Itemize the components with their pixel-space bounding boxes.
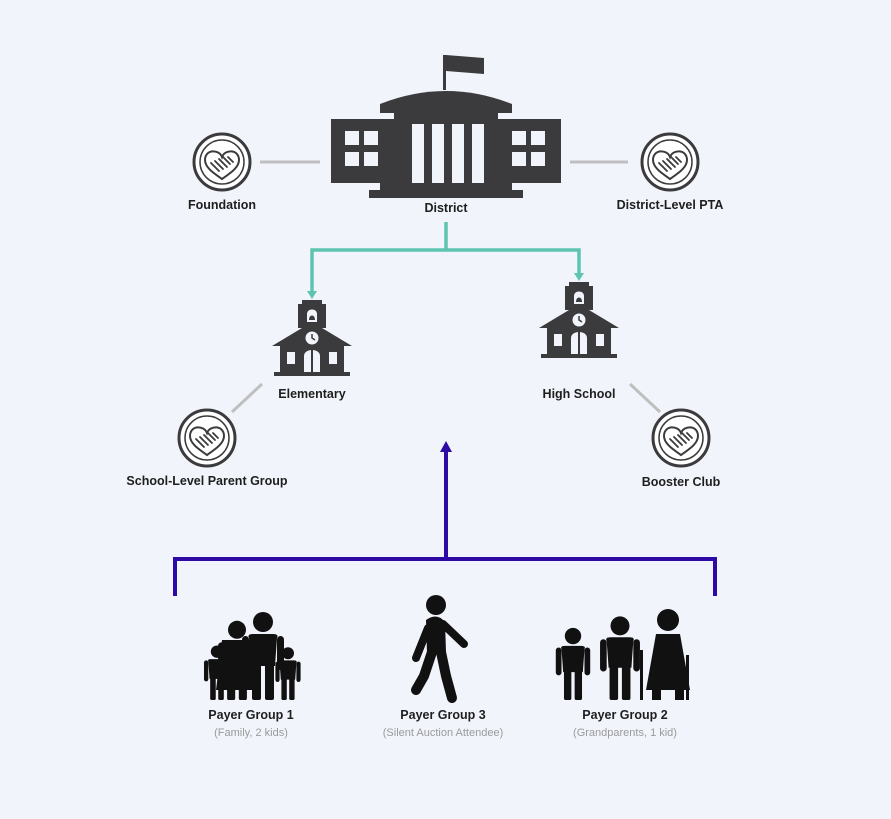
heart-handshake-icon bbox=[640, 132, 700, 192]
district-label: District bbox=[424, 201, 468, 215]
payer-group-1-label: Payer Group 1 bbox=[208, 708, 294, 722]
heart-handshake-icon bbox=[177, 408, 237, 468]
high-school-label: High School bbox=[542, 387, 616, 401]
foundation-label: Foundation bbox=[187, 198, 257, 212]
payer-group-2-label: Payer Group 2 bbox=[582, 708, 668, 722]
purple-payers-bracket bbox=[173, 451, 717, 596]
grandparents-icon bbox=[555, 609, 690, 700]
family-icon bbox=[203, 612, 301, 700]
elementary-label: Elementary bbox=[278, 387, 346, 401]
schoolhouse-icon bbox=[271, 299, 353, 377]
line-booster-club bbox=[628, 382, 662, 414]
payer-group-3-sub: (Silent Auction Attendee) bbox=[382, 727, 504, 739]
payer-group-3-label: Payer Group 3 bbox=[400, 708, 486, 722]
heart-handshake-icon bbox=[651, 408, 711, 468]
schoolhouse-icon bbox=[538, 281, 620, 359]
district-pta-label: District-Level PTA bbox=[616, 198, 724, 212]
teal-district-to-schools bbox=[310, 222, 581, 292]
teal-arrow-high-school bbox=[574, 273, 584, 281]
purple-arrow-up bbox=[440, 441, 452, 452]
payer-group-2-sub: (Grandparents, 1 kid) bbox=[573, 727, 677, 739]
payer-group-1-sub: (Family, 2 kids) bbox=[214, 727, 288, 739]
heart-handshake-icon bbox=[192, 132, 252, 192]
booster-club-label: Booster Club bbox=[641, 475, 721, 489]
school-parent-group-label: School-Level Parent Group bbox=[126, 474, 288, 488]
line-parent-group bbox=[230, 382, 264, 414]
district-building-icon bbox=[331, 55, 561, 198]
teal-arrow-elementary bbox=[307, 291, 317, 299]
connector-lines bbox=[173, 160, 717, 596]
walking-person-icon bbox=[411, 595, 468, 703]
